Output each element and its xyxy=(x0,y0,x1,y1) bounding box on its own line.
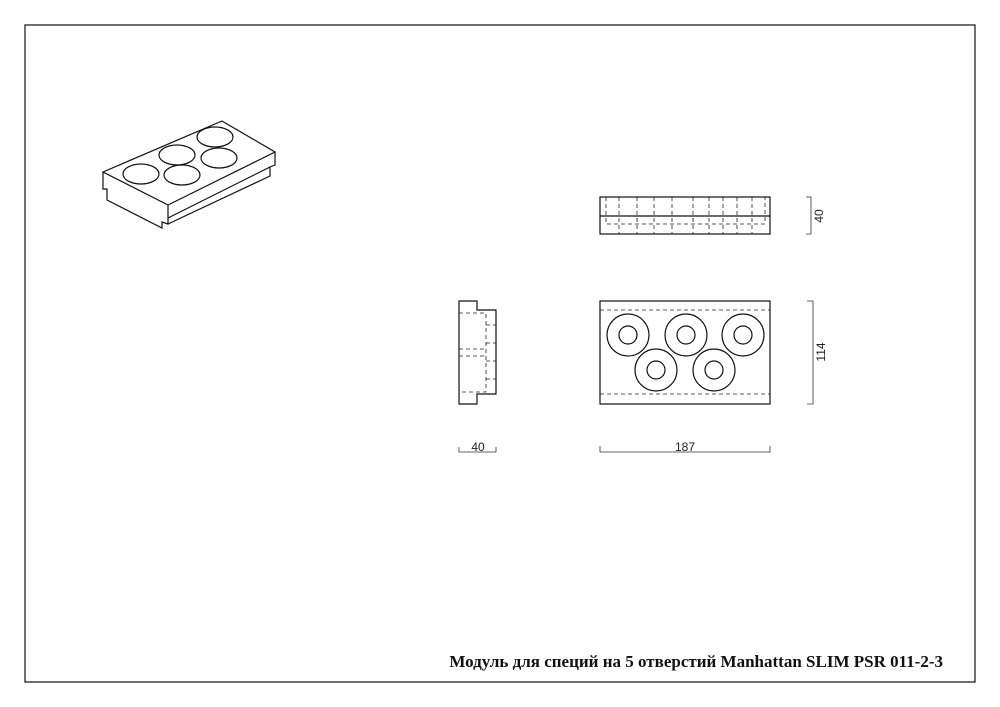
dim-front-height-label: 114 xyxy=(814,342,828,361)
dim-top-height-label: 40 xyxy=(812,209,826,223)
dimension-front-width: 187 xyxy=(599,440,771,454)
drawing-frame xyxy=(24,24,976,683)
top-view xyxy=(599,196,771,235)
dim-front-width-label: 187 xyxy=(675,440,695,454)
dimension-side-width: 40 xyxy=(458,440,497,454)
dimension-top-height: 40 xyxy=(806,196,826,235)
dim-side-width-label: 40 xyxy=(471,440,485,454)
front-view xyxy=(599,300,771,405)
isometric-view xyxy=(101,120,277,229)
side-view xyxy=(458,300,497,405)
dimension-front-height: 114 xyxy=(807,300,828,405)
drawing-title: Модуль для специй на 5 отверстий Manhatt… xyxy=(449,652,943,671)
